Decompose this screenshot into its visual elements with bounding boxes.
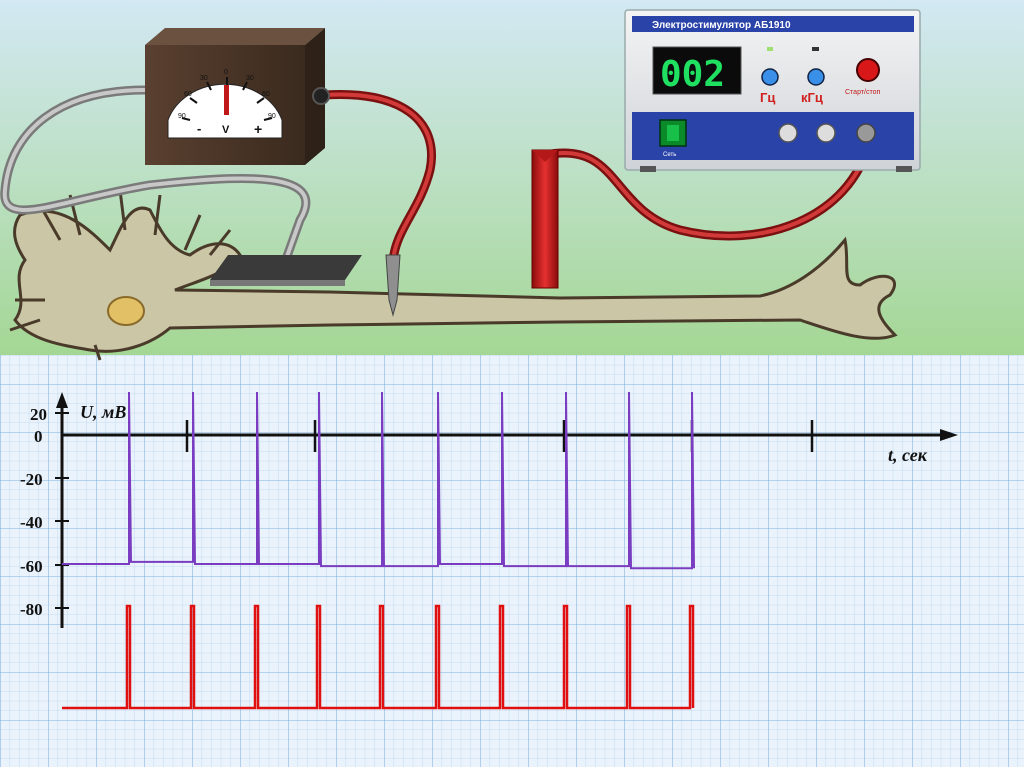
start-stop-label: Старт/стоп — [845, 89, 880, 96]
stimulus-pulse-trace — [62, 604, 695, 710]
voltmeter-minus: - — [197, 121, 201, 136]
reference-plate-electrode — [210, 255, 362, 286]
membrane-potential-trace — [62, 391, 695, 570]
stimulator-title: Электростимулятор АБ1910 — [652, 20, 791, 31]
voltmeter-needle — [224, 85, 229, 115]
electrostimulator: Электростимулятор АБ1910 002 Гц кГц Стар… — [624, 9, 921, 172]
y-tick-0: 0 — [34, 427, 43, 446]
voltmeter-scale-5: 60 — [262, 91, 270, 98]
y-axis-label: U, мВ — [80, 402, 126, 422]
voltmeter-scale-3: 0 — [224, 69, 228, 76]
y-tick-minus40: -40 — [20, 513, 43, 532]
needle-electrode — [385, 254, 401, 317]
khz-label: кГц — [801, 90, 823, 105]
traces — [62, 391, 695, 710]
knob-1[interactable] — [778, 123, 798, 143]
stimulator-display-value: 002 — [660, 54, 725, 95]
voltmeter-connector — [312, 87, 330, 105]
hz-button[interactable] — [761, 68, 779, 86]
y-tick-minus20: -20 — [20, 470, 43, 489]
neuron — [9, 189, 898, 361]
stimulator-display — [652, 46, 742, 95]
neuron-nucleus — [107, 296, 145, 326]
y-tick-minus60: -60 — [20, 557, 43, 576]
voltmeter-scale-1: 60 — [184, 91, 192, 98]
stimulating-electrode — [531, 149, 559, 289]
recording-chart: 20 0 -20 -40 -60 -80 U, мВ t, сек — [20, 391, 958, 710]
knob-2[interactable] — [816, 123, 836, 143]
khz-button[interactable] — [807, 68, 825, 86]
hz-label: Гц — [760, 90, 775, 105]
y-tick-minus80: -80 — [20, 600, 43, 619]
voltmeter-plus: + — [254, 121, 262, 137]
x-axis-label: t, сек — [888, 445, 928, 465]
power-label: Сеть — [663, 152, 676, 158]
start-stop-button[interactable] — [856, 58, 880, 82]
y-tick-20: 20 — [30, 405, 47, 424]
voltmeter-unit: V — [222, 124, 230, 136]
output-terminal — [856, 123, 876, 143]
voltmeter-scale-0: 90 — [178, 113, 186, 120]
voltmeter-scale-6: 90 — [268, 113, 276, 120]
voltmeter: 90 60 30 0 30 60 90 - V + — [145, 28, 330, 165]
voltmeter-scale-4: 30 — [246, 75, 254, 82]
voltmeter-scale-2: 30 — [200, 75, 208, 82]
